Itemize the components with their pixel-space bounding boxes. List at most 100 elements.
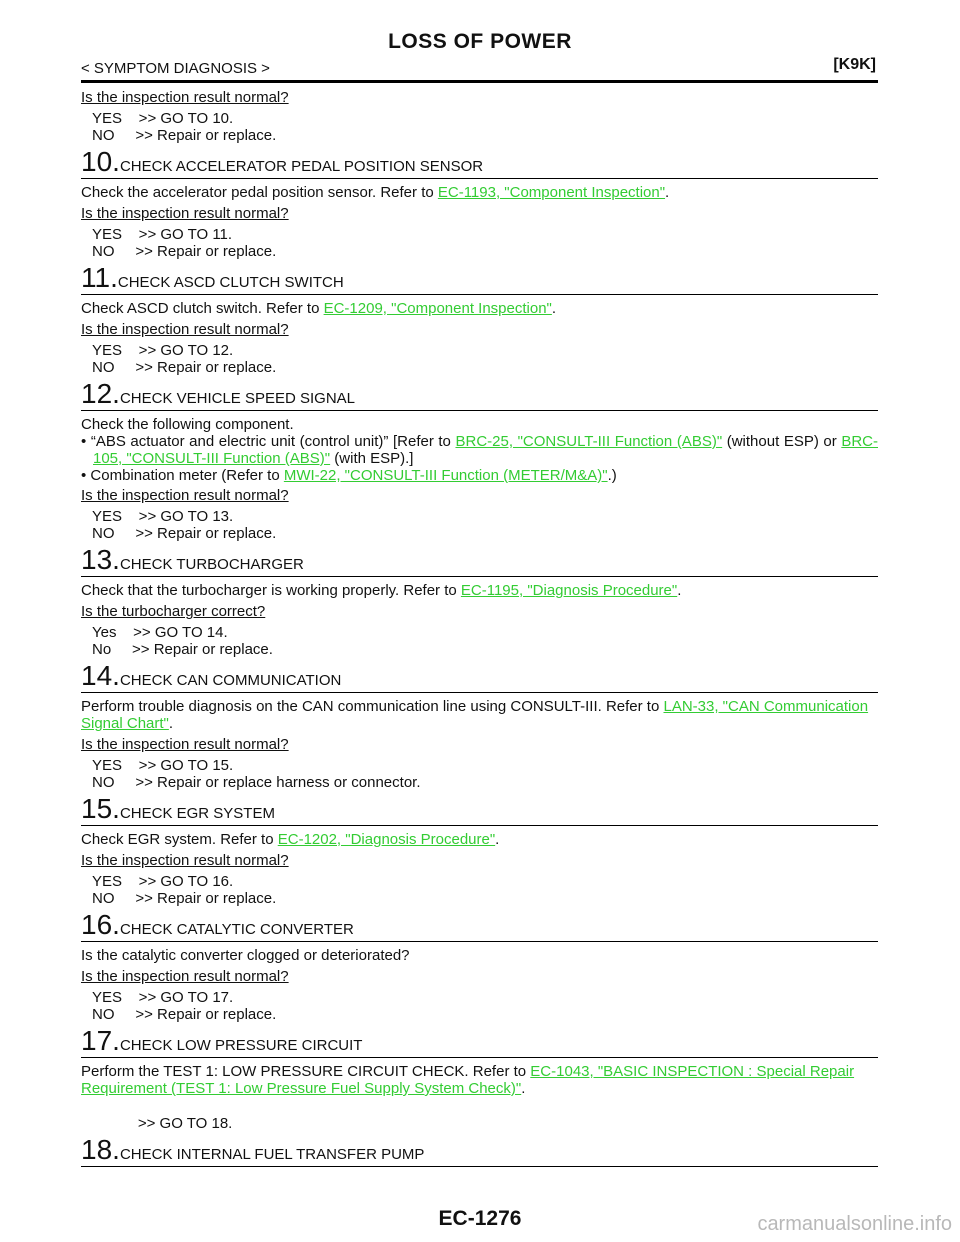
inspection-question: Is the inspection result normal? [81,321,289,338]
reference-link[interactable]: EC-1043, "BASIC INSPECTION : Special Rep… [81,1063,855,1097]
inspection-question: Is the inspection result normal? [81,736,289,753]
step-number: 12. [81,378,120,409]
step-number: 10. [81,146,120,177]
bullet-text: • Combination meter (Refer to [81,467,284,484]
step-instruction: Perform the TEST 1: LOW PRESSURE CIRCUIT… [81,1063,878,1097]
document-body: Is the inspection result normal? YES >> … [81,86,878,1167]
step-title: CHECK TURBOCHARGER [119,556,304,573]
instruction-text: . [665,184,670,201]
inspection-question: Is the inspection result normal? [81,968,289,985]
step-instruction: Perform trouble diagnosis on the CAN com… [81,698,878,732]
instruction-text: . [677,582,682,599]
answer-no: NO >> Repair or replace harness or conne… [92,774,421,791]
engine-code: [K9K] [833,56,876,73]
step-12-heading: 12.CHECK VEHICLE SPEED SIGNAL [81,380,878,411]
bullet-text: • “ABS actuator and electric unit (contr… [81,433,456,450]
reference-link[interactable]: EC-1202, "Diagnosis Procedure" [277,831,496,848]
step-17-heading: 17.CHECK LOW PRESSURE CIRCUIT [81,1027,878,1058]
step-title: CHECK ASCD CLUTCH SWITCH [117,274,344,291]
inspection-question: Is the inspection result normal? [81,205,289,222]
answer-no: NO >> Repair or replace. [92,243,277,260]
step-instruction: Check that the turbocharger is working p… [81,582,878,599]
instruction-text: Check that the turbocharger is working p… [81,582,461,599]
answer-list: YES >> GO TO 17. NO >> Repair or replace… [81,989,878,1023]
reference-link[interactable]: LAN-33, "CAN Communication Signal Chart" [81,698,869,732]
step-title: CHECK INTERNAL FUEL TRANSFER PUMP [119,1146,425,1163]
step-number: 13. [81,544,120,575]
inspection-question: Is the turbocharger correct? [81,603,266,620]
answer-list: YES >> GO TO 10. NO >> Repair or replace… [81,110,878,144]
answer-list: YES >> GO TO 15. NO >> Repair or replace… [81,757,878,791]
answer-list: YES >> GO TO 13. NO >> Repair or replace… [81,508,878,542]
step-instruction: Check the accelerator pedal position sen… [81,184,878,201]
answer-yes: YES >> GO TO 10. [92,110,234,127]
bullet-text: (without ESP) or [722,433,842,450]
step-13-heading: 13.CHECK TURBOCHARGER [81,546,878,577]
instruction-text: Check ASCD clutch switch. Refer to [81,300,324,317]
answer-list: YES >> GO TO 11. NO >> Repair or replace… [81,226,878,260]
reference-link[interactable]: BRC-25, "CONSULT-III Function (ABS)" [455,433,723,450]
answer-yes: YES >> GO TO 15. [92,757,234,774]
answer-yes: YES >> GO TO 17. [92,989,234,1006]
inspection-question: Is the inspection result normal? [81,89,289,106]
step-title: CHECK VEHICLE SPEED SIGNAL [119,390,356,407]
bullet-text: (with ESP).] [330,450,414,467]
inspection-question: Is the inspection result normal? [81,852,289,869]
page-number: EC-1276 [438,1207,522,1230]
answer-no: NO >> Repair or replace. [92,359,277,376]
answer-list: YES >> GO TO 16. NO >> Repair or replace… [81,873,878,907]
instruction-text: Check the accelerator pedal position sen… [81,184,438,201]
answer-yes: YES >> GO TO 13. [92,508,234,525]
step-16-heading: 16.CHECK CATALYTIC CONVERTER [81,911,878,942]
instruction-text: . [495,831,500,848]
reference-link[interactable]: BRC-105, "CONSULT-III Function (ABS)" [93,433,878,467]
bullet-item: • “ABS actuator and electric unit (contr… [81,433,878,467]
step-instruction: Check EGR system. Refer to EC-1202, "Dia… [81,831,878,848]
step-number: 18. [81,1134,120,1165]
section-label: < SYMPTOM DIAGNOSIS > [81,60,270,77]
answer-yes: YES >> GO TO 16. [92,873,234,890]
step-14-heading: 14.CHECK CAN COMMUNICATION [81,662,878,693]
answer-yes: YES >> GO TO 12. [92,342,234,359]
step-instruction: Check the following component. [81,416,294,433]
step-title: CHECK CAN COMMUNICATION [119,672,342,689]
step-18-heading: 18.CHECK INTERNAL FUEL TRANSFER PUMP [81,1136,878,1167]
step-number: 11. [81,262,118,293]
step-number: 14. [81,660,120,691]
answer-no: NO >> Repair or replace. [92,1006,277,1023]
page-title: LOSS OF POWER [388,30,572,53]
step-number: 17. [81,1025,120,1056]
answer-list: YES >> GO TO 12. NO >> Repair or replace… [81,342,878,376]
reference-link[interactable]: EC-1195, "Diagnosis Procedure" [460,582,678,599]
answer-no: No >> Repair or replace. [92,641,273,658]
answer-list: Yes >> GO TO 14. No >> Repair or replace… [81,624,878,658]
instruction-text: Check EGR system. Refer to [81,831,278,848]
step-title: CHECK EGR SYSTEM [119,805,275,822]
step-number: 15. [81,793,120,824]
inspection-question: Is the inspection result normal? [81,487,289,504]
reference-link[interactable]: EC-1193, "Component Inspection" [437,184,666,201]
step-title: CHECK ACCELERATOR PEDAL POSITION SENSOR [119,158,484,175]
step-title: CHECK CATALYTIC CONVERTER [119,921,354,938]
instruction-text: . [551,300,557,317]
step-15-heading: 15.CHECK EGR SYSTEM [81,795,878,826]
header-rule [81,80,878,83]
step-instruction: Is the catalytic converter clogged or de… [81,947,410,964]
instruction-text: Perform the TEST 1: LOW PRESSURE CIRCUIT… [81,1063,531,1080]
instruction-text: . [168,715,174,732]
answer-yes: Yes >> GO TO 14. [92,624,228,641]
step-10-heading: 10.CHECK ACCELERATOR PEDAL POSITION SENS… [81,148,878,179]
reference-link[interactable]: EC-1209, "Component Inspection" [323,300,552,317]
answer-no: NO >> Repair or replace. [92,525,277,542]
watermark: carmanualsonline.info [757,1213,952,1235]
answer-next: >> GO TO 18. [92,1115,233,1132]
reference-link[interactable]: MWI-22, "CONSULT-III Function (METER/M&A… [283,467,608,484]
spacer [81,1101,878,1115]
answer-no: NO >> Repair or replace. [92,127,277,144]
answer-list: >> GO TO 18. [81,1115,878,1132]
answer-no: NO >> Repair or replace. [92,890,277,907]
step-instruction: Check ASCD clutch switch. Refer to EC-12… [81,300,878,317]
bullet-item: • Combination meter (Refer to MWI-22, "C… [81,467,878,484]
step-title: CHECK LOW PRESSURE CIRCUIT [119,1037,363,1054]
bullet-text: .) [607,467,617,484]
